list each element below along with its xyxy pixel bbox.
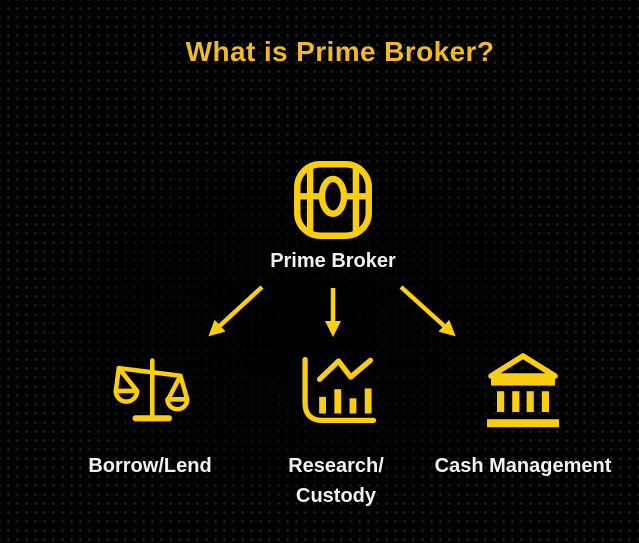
bar-chart-icon (302, 356, 377, 424)
child-label-research-line2: Custody (296, 485, 376, 507)
root-node-label: Prime Broker (270, 250, 396, 272)
balance-scale-icon (113, 358, 190, 422)
child-label-cash-management: Cash Management (434, 455, 612, 477)
treasure-chest-icon (294, 161, 372, 239)
child-label-research-custody: Research/ Custody (288, 451, 384, 511)
bank-icon (487, 353, 559, 428)
child-label-research-line1: Research/ (288, 455, 384, 477)
arrow-down-right-icon (399, 285, 456, 337)
page-title: What is Prime Broker? (185, 36, 495, 67)
arrow-down-left-icon (208, 285, 264, 337)
child-label-borrow-lend: Borrow/Lend (88, 455, 212, 477)
